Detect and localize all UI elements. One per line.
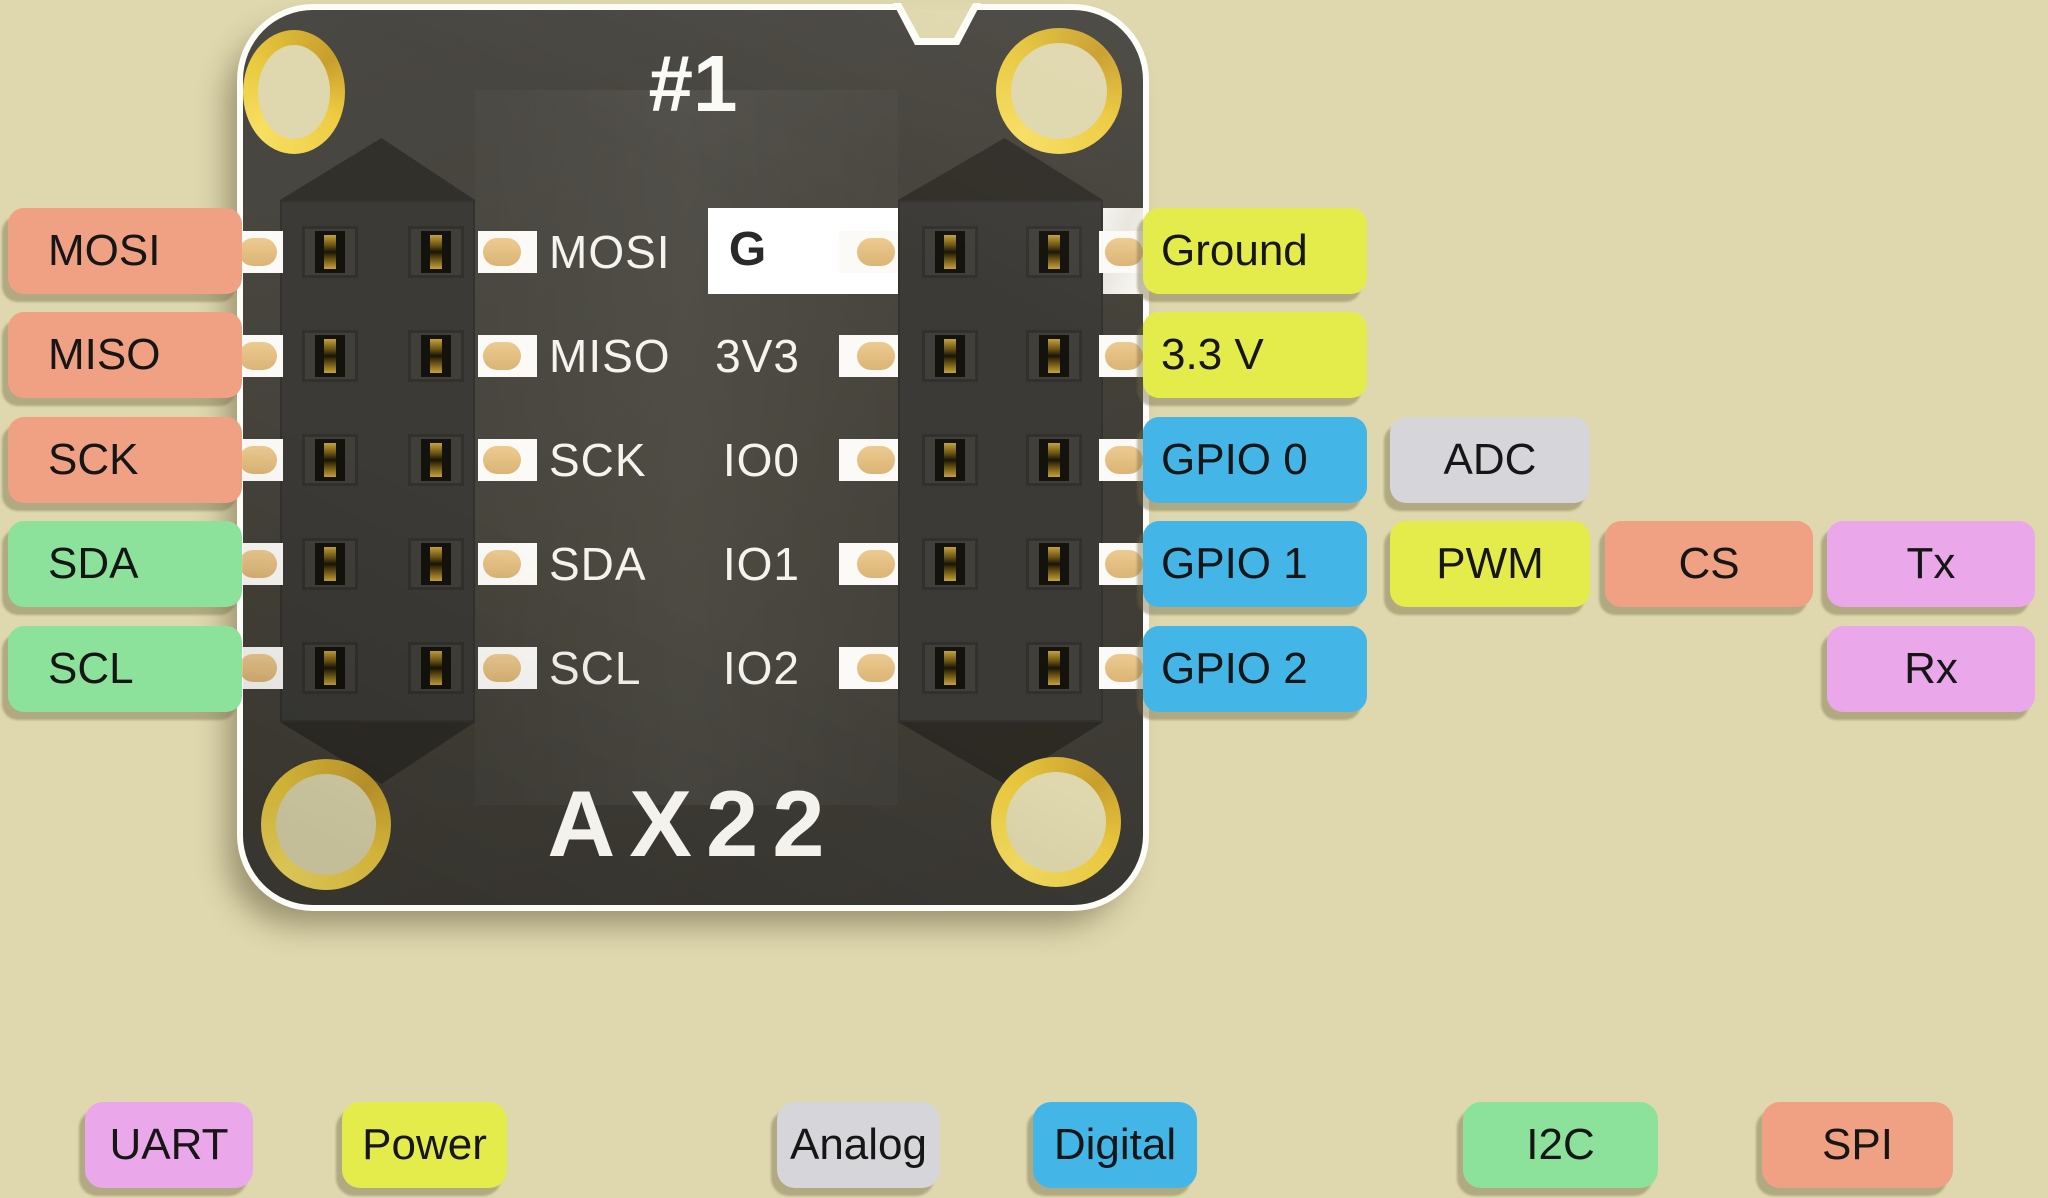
pin: [1105, 550, 1143, 578]
pin: [239, 342, 277, 370]
silkscreen-io2: IO2: [722, 642, 800, 694]
legend-uart: UART: [85, 1102, 253, 1188]
pin: [239, 654, 277, 682]
pin: [239, 446, 277, 474]
header-socket: [408, 330, 464, 382]
right-pin-label-gpio0: GPIO 0: [1143, 417, 1367, 503]
pin: [857, 446, 895, 474]
left-pin-label-sda: SDA: [8, 521, 242, 607]
board-notch: [893, 3, 981, 45]
silkscreen-mosi: MOSI: [549, 226, 671, 278]
header-socket: [408, 642, 464, 694]
header-socket: [1026, 642, 1082, 694]
header-socket: [922, 538, 978, 590]
function-label-tx: Tx: [1827, 521, 2035, 607]
header-socket: [1026, 226, 1082, 278]
silkscreen-io0: IO0: [722, 434, 800, 486]
mounting-hole: [991, 757, 1121, 887]
silkscreen-g: G: [728, 223, 768, 276]
header-socket: [922, 642, 978, 694]
pin: [857, 238, 895, 266]
header-socket: [1026, 538, 1082, 590]
pin: [483, 654, 521, 682]
silkscreen-sda: SDA: [549, 538, 647, 590]
function-label-pwm: PWM: [1390, 521, 1590, 607]
left-pin-label-mosi: MOSI: [8, 208, 242, 294]
header-socket: [302, 642, 358, 694]
board-logo: AX22: [547, 771, 839, 876]
right-pin-label-ground: Ground: [1143, 208, 1367, 294]
function-label-rx: Rx: [1827, 626, 2035, 712]
function-label-adc: ADC: [1390, 417, 1590, 503]
pin: [239, 550, 277, 578]
header-socket: [408, 434, 464, 486]
mounting-hole: [261, 759, 391, 890]
silkscreen-scl: SCL: [549, 642, 642, 694]
silkscreen-3v3: 3V3: [715, 330, 800, 382]
header-socket: [922, 434, 978, 486]
pin: [483, 550, 521, 578]
mounting-hole: [996, 28, 1122, 154]
pin: [1105, 446, 1143, 474]
pin: [1105, 342, 1143, 370]
pin: [857, 550, 895, 578]
pin: [857, 342, 895, 370]
pin: [483, 342, 521, 370]
board-number: #1: [648, 39, 738, 128]
right-pin-label-gpio2: GPIO 2: [1143, 626, 1367, 712]
header-socket: [302, 330, 358, 382]
right-pin-label-3v3: 3.3 V: [1143, 312, 1367, 398]
pin: [239, 238, 277, 266]
pin: [857, 654, 895, 682]
header-socket: [408, 538, 464, 590]
silkscreen-sck: SCK: [549, 434, 647, 486]
mounting-hole: [243, 30, 345, 154]
legend-analog: Analog: [777, 1102, 940, 1188]
pin: [483, 238, 521, 266]
header-socket: [922, 330, 978, 382]
legend-i2c: I2C: [1463, 1102, 1658, 1188]
legend-spi: SPI: [1762, 1102, 1953, 1188]
header-socket: [1026, 434, 1082, 486]
pin: [483, 446, 521, 474]
left-pin-label-sck: SCK: [8, 417, 242, 503]
pin: [1105, 654, 1143, 682]
board: MOSI MISO SCK SDA SCL G 3V3 IO0 IO1 IO2 …: [235, 3, 1147, 905]
silkscreen-io1: IO1: [722, 538, 800, 590]
right-pin-label-gpio1: GPIO 1: [1143, 521, 1367, 607]
legend-digital: Digital: [1033, 1102, 1197, 1188]
header-socket: [302, 226, 358, 278]
function-label-cs: CS: [1605, 521, 1813, 607]
header-socket: [302, 538, 358, 590]
header-socket: [922, 226, 978, 278]
header-socket: [302, 434, 358, 486]
header-socket: [408, 226, 464, 278]
pin: [1105, 238, 1143, 266]
legend-power: Power: [342, 1102, 507, 1188]
header-socket: [1026, 330, 1082, 382]
silkscreen-miso: MISO: [549, 330, 671, 382]
left-pin-label-scl: SCL: [8, 626, 242, 712]
left-pin-label-miso: MISO: [8, 312, 242, 398]
